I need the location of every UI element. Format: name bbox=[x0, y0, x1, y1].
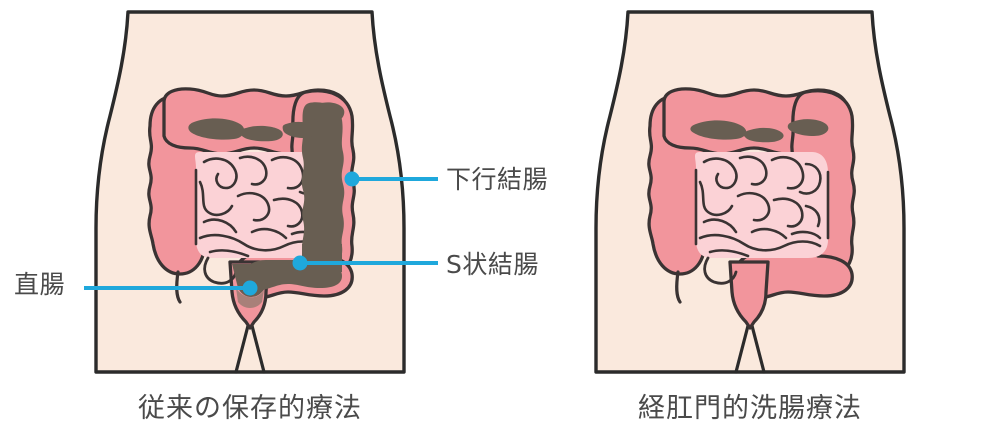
annotation-label-rectum: 直腸 bbox=[14, 270, 66, 299]
leader-descending-colon bbox=[344, 171, 438, 187]
caption-right-panel: 経肛門的洗腸療法 bbox=[638, 393, 862, 424]
right-stool-regions bbox=[690, 119, 829, 143]
right-small-intestine bbox=[694, 152, 830, 285]
caption-left-panel: 従来の保存的療法 bbox=[138, 393, 362, 424]
left-figure-group bbox=[94, 10, 406, 374]
annotation-label-descending-colon: 下行結腸 bbox=[446, 165, 549, 194]
annotation-label-sigmoid-colon: S状結腸 bbox=[446, 250, 539, 279]
leader-lines bbox=[84, 171, 438, 296]
leader-sigmoid-colon bbox=[292, 255, 438, 271]
right-figure-group bbox=[594, 10, 906, 374]
left-stool-regions bbox=[188, 102, 345, 308]
leader-rectum bbox=[84, 280, 258, 296]
